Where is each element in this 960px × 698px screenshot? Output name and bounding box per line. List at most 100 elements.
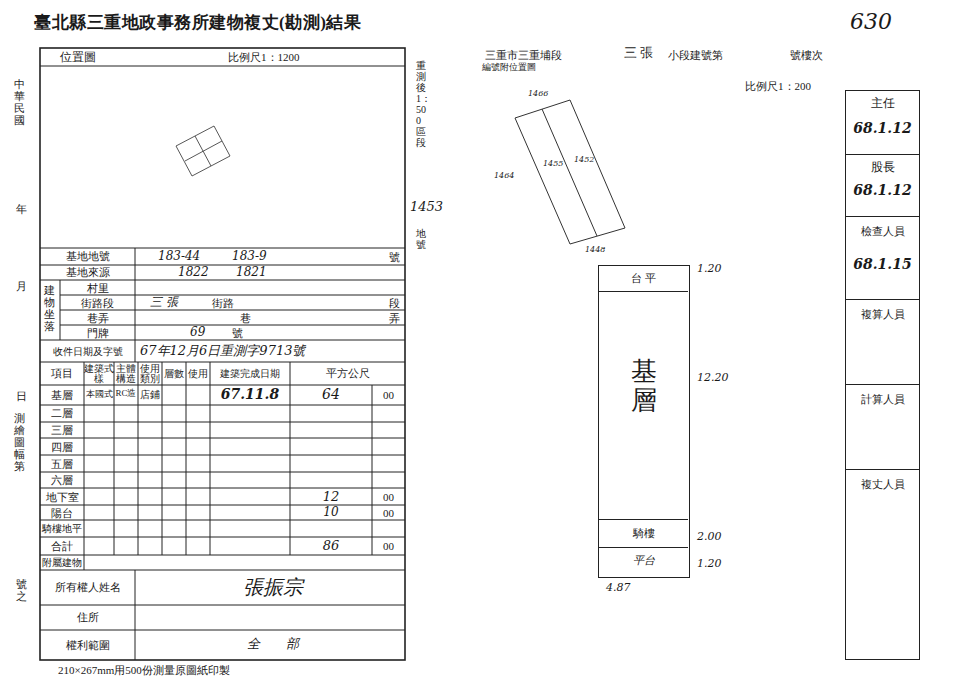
node-heading: 複算人員: [861, 308, 905, 320]
form-label: 00: [372, 389, 405, 401]
form-label: 日: [16, 390, 27, 402]
grid-line: [40, 605, 405, 606]
grid-line: [210, 362, 211, 555]
signature-box: 計算人員: [845, 385, 920, 470]
form-label: 主體構造: [114, 364, 138, 384]
form-label: 12.20: [697, 372, 729, 384]
signature-box: 複算人員: [845, 300, 920, 385]
grid-line: [40, 438, 405, 439]
form-label: 四層: [40, 441, 84, 453]
form-label: 月: [16, 280, 27, 292]
form-frame: [40, 48, 405, 660]
grid-line: [138, 362, 139, 555]
form-label: 10: [290, 506, 372, 519]
form-label: 1.20: [697, 263, 722, 275]
grid-line: [40, 340, 405, 341]
form-label: 00: [372, 540, 405, 552]
grid-line: [135, 248, 136, 362]
form-label: 三重市三重埔段: [485, 49, 562, 61]
grid-line: [60, 325, 405, 326]
grid-line: [40, 630, 405, 631]
form-label: 住所: [40, 611, 135, 623]
form-label: 年: [16, 203, 27, 215]
location-line: [185, 141, 222, 161]
grid-line: [40, 520, 405, 521]
form-label: 街路: [212, 297, 234, 309]
signature-box: 主任68.1.12: [845, 90, 920, 155]
form-label: 三 張: [624, 46, 653, 60]
form-label: 建築式樣: [84, 364, 114, 384]
node-heading: 複丈人員: [861, 478, 905, 490]
form-label: 小段建號第: [668, 49, 723, 61]
grid-line: [40, 385, 405, 386]
floor-plan-box: 台 平: [599, 266, 688, 292]
form-label: 1466: [528, 90, 548, 99]
form-label: 基地地號: [40, 250, 135, 262]
form-label: 三層: [40, 424, 84, 436]
form-label: 街路段: [60, 297, 135, 309]
form-label: 67年12月6日重測字9713號: [140, 344, 305, 358]
grid-line: [40, 280, 405, 281]
form-label: 1464: [494, 172, 514, 181]
form-label: 1.20: [697, 558, 722, 570]
grid-line: [114, 362, 115, 555]
form-label: 全部: [140, 637, 405, 651]
form-label: 巷弄: [60, 312, 135, 324]
form-label: 二層: [40, 407, 84, 419]
grid-line: [60, 310, 405, 311]
form-label: 合計: [40, 540, 84, 552]
form-label: 本國式: [84, 390, 114, 400]
parcel-line: [542, 109, 597, 236]
grid-line: [40, 570, 405, 571]
form-label: 使用: [186, 368, 210, 379]
form-label: 號之: [16, 578, 27, 602]
form-label: 183-44: [158, 250, 200, 263]
node-heading: 騎樓: [633, 527, 655, 539]
grid-line: [60, 280, 61, 340]
form-label: 段: [389, 297, 400, 309]
form-label: 號: [232, 327, 243, 339]
form-label: 測繪圖幅第: [14, 412, 25, 472]
node-heading: 平台: [633, 555, 655, 567]
form-label: 183-9: [232, 250, 267, 263]
form-label: 附屬建物: [40, 557, 84, 568]
form-label: 1453: [410, 200, 443, 214]
grid-line: [40, 362, 405, 363]
form-label: 重測後1：500區段: [416, 60, 426, 148]
floor-plan-box: 平台: [599, 547, 688, 576]
node-heading: 計算人員: [861, 393, 905, 405]
node-heading: 主任: [871, 97, 895, 110]
form-label: 使用類別: [138, 364, 162, 384]
form-label: 所有權人姓名: [40, 581, 135, 593]
form-label: 騎樓地平: [40, 523, 84, 534]
grid-line: [40, 66, 405, 67]
grid-line: [40, 537, 405, 538]
form-label: 平方公尺: [290, 367, 405, 379]
form-label: 1452: [574, 156, 594, 165]
location-parcel: [176, 126, 230, 176]
form-label: 六層: [40, 474, 84, 486]
form-label: 210×267mm用500份測量原圖紙印製: [58, 664, 230, 676]
signature-box: 股長68.1.12: [845, 155, 920, 217]
grid-line: [40, 265, 405, 266]
location-sketch: [176, 126, 230, 176]
grid-line: [84, 362, 85, 570]
grid-line: [135, 570, 136, 660]
node-heading: 檢查人員: [861, 225, 905, 237]
form-label: 三 張: [150, 296, 178, 309]
grid-line: [40, 405, 405, 406]
form-label: 00: [372, 507, 405, 519]
form-label: 基地來源: [40, 266, 135, 278]
form-label: 張振宗: [140, 576, 405, 598]
form-label: 弄: [389, 312, 400, 324]
grid-line: [40, 505, 405, 506]
form-label: 69: [190, 326, 205, 339]
form-label: 64: [290, 387, 372, 402]
node-heading: 台 平: [631, 272, 656, 284]
form-label: 編號附位置圖: [482, 63, 536, 73]
grid-line: [40, 488, 405, 489]
form-label: 4.87: [606, 582, 631, 594]
node-heading: 股長: [871, 161, 895, 174]
form-label: 中華民國: [14, 78, 25, 126]
